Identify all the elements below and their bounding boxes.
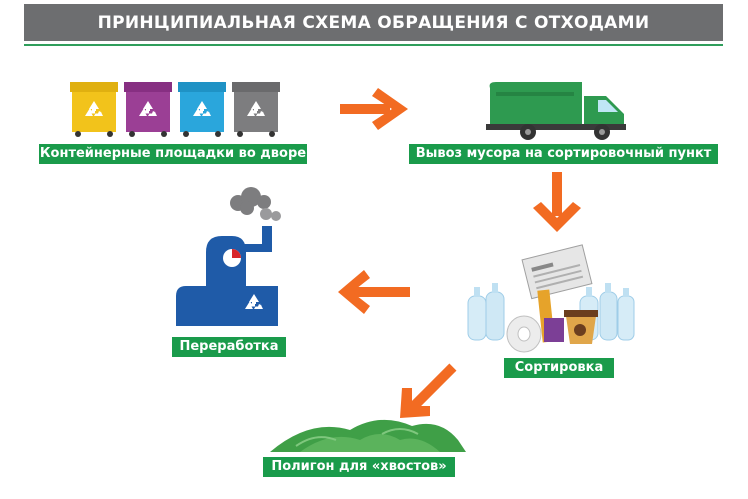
title-underline bbox=[24, 44, 723, 46]
smoke-cloud-icon bbox=[230, 187, 281, 221]
arrow-bins-to-truck bbox=[340, 88, 408, 130]
bin-blue-icon bbox=[178, 82, 226, 137]
label-processing: Переработка bbox=[172, 337, 286, 357]
recycling-plant-icon bbox=[176, 187, 281, 326]
juice-carton-icon bbox=[537, 289, 564, 343]
garbage-truck-icon bbox=[486, 82, 626, 140]
label-landfill: Полигон для «хвостов» bbox=[263, 457, 455, 477]
landfill-hill-icon bbox=[270, 419, 466, 452]
bin-gray-icon bbox=[232, 82, 280, 137]
arrow-sorting-to-processing bbox=[338, 270, 410, 314]
arrow-truck-to-sorting bbox=[533, 172, 581, 232]
coffee-cup-icon bbox=[564, 310, 598, 344]
waste-bins-icon bbox=[70, 82, 280, 137]
paper-towel-roll-icon bbox=[506, 315, 542, 353]
bin-yellow-icon bbox=[70, 82, 118, 137]
arrow-sorting-to-landfill bbox=[400, 363, 457, 418]
label-transport: Вывоз мусора на сортировочный пункт bbox=[409, 144, 718, 164]
newspaper-icon bbox=[521, 244, 593, 300]
label-sorting: Сортировка bbox=[504, 358, 614, 378]
sorted-waste-icon bbox=[467, 244, 635, 353]
label-containers: Контейнерные площадки во дворе bbox=[39, 144, 307, 164]
bin-purple-icon bbox=[124, 82, 172, 137]
page-title: ПРИНЦИПИАЛЬНАЯ СХЕМА ОБРАЩЕНИЯ С ОТХОДАМ… bbox=[24, 4, 723, 41]
